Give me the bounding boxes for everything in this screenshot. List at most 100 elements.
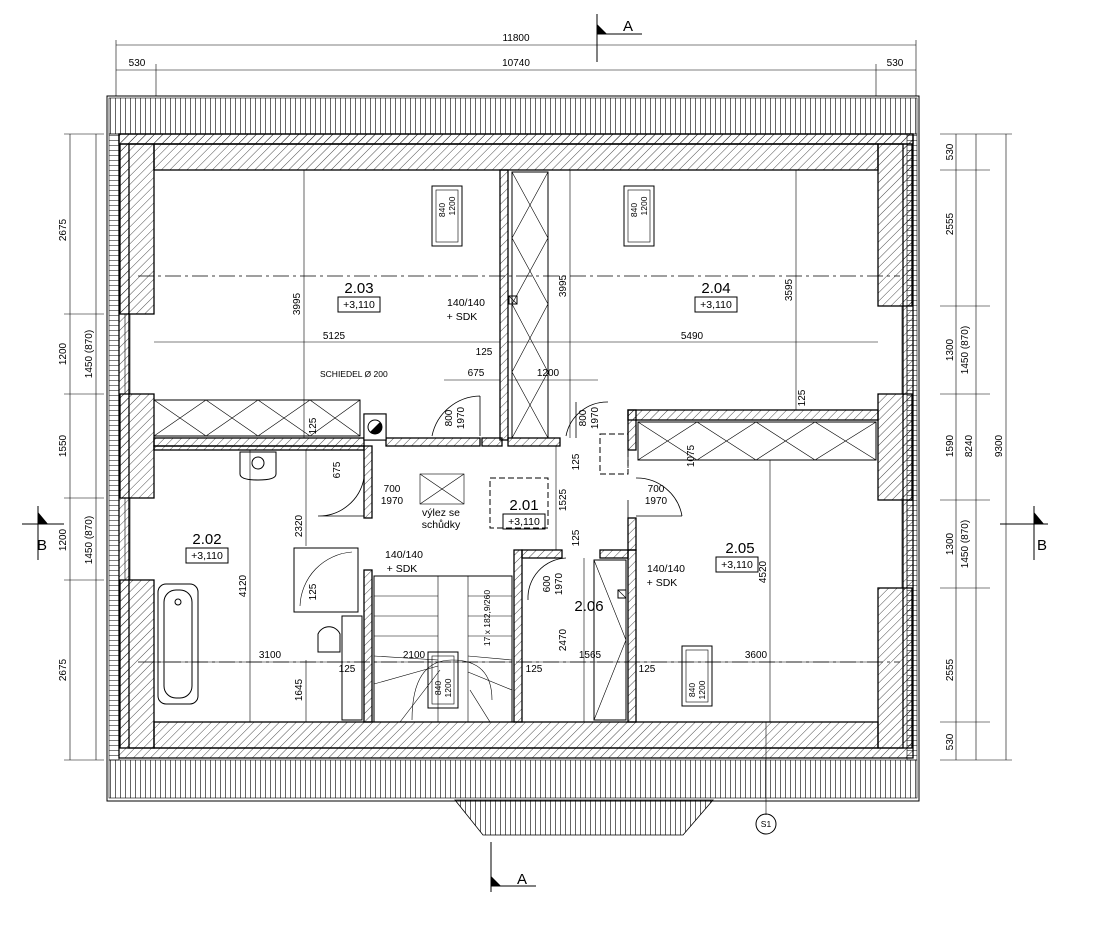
room-203-number: 2.03 (344, 280, 373, 297)
attic-hatch (419, 473, 549, 529)
dim-left-0: 2675 (58, 218, 69, 241)
dim-125-i: 125 (639, 664, 656, 675)
stair-label: 17 x 182,9/260 (482, 590, 492, 647)
dim-125-e: 125 (571, 529, 582, 546)
dim-r204-width: 5490 (681, 331, 704, 342)
storage-bins (153, 171, 877, 721)
sdk-2-a: 140/140 (385, 549, 423, 561)
sdk-3-b: + SDK (647, 577, 678, 589)
dim-left-3: 1550 (58, 434, 69, 457)
dim-top-inner: 10740 (502, 58, 530, 69)
column-label: S1 (761, 819, 772, 829)
dim-675-left: 675 (332, 461, 343, 478)
dim-1970-e: 1970 (554, 572, 565, 595)
staircase (373, 575, 513, 723)
roof-outline (106, 95, 920, 836)
dim-r206-height: 2470 (558, 628, 569, 651)
dim-stair-width: 2100 (403, 650, 426, 661)
dim-125-b: 125 (308, 417, 319, 434)
dim-r202-width: 3100 (259, 650, 282, 661)
win-2-w: 840 (629, 203, 639, 217)
outer-walls (118, 133, 914, 759)
room-201-level: +3,110 (508, 516, 540, 528)
sdk-2-b: + SDK (387, 563, 418, 575)
dim-r203-height: 3995 (292, 292, 303, 315)
sdk-1-b: + SDK (447, 311, 478, 323)
hatch-label-1: výlez se (422, 507, 460, 519)
room-203-level: +3,110 (343, 299, 375, 311)
annotation-texts: 140/140 + SDK 140/140 + SDK 140/140 + SD… (37, 18, 1047, 888)
dimension-texts: 11800 10740 530 530 2675 1200 1450 (870)… (58, 33, 1005, 750)
section-a-bottom: A (517, 871, 527, 888)
room-202-number: 2.02 (192, 531, 221, 548)
dim-r202-wc: 1645 (294, 678, 305, 701)
dim-right-10: 530 (945, 733, 956, 750)
dim-r204-height-a: 3995 (558, 274, 569, 297)
dim-1970-d: 1970 (645, 496, 668, 507)
interior-walls (153, 169, 879, 723)
bathroom-fixtures (157, 451, 363, 721)
dim-right-4: 1590 (945, 434, 956, 457)
room-labels: 2.03 +3,110 2.04 +3,110 2.02 +3,110 2.01… (191, 280, 754, 615)
dim-125-g: 125 (339, 664, 356, 675)
dim-125-h: 125 (526, 664, 543, 675)
dim-right-3: 1450 (870) (960, 326, 971, 374)
dim-1075: 1075 (686, 444, 697, 467)
dim-right-7: 1300 (945, 532, 956, 555)
dim-r202-height: 4120 (238, 574, 249, 597)
dim-600: 600 (542, 575, 553, 592)
dim-right-0: 530 (945, 143, 956, 160)
dim-left-4: 1200 (58, 528, 69, 551)
dim-1970-c: 1970 (381, 496, 404, 507)
dim-corr-1525: 1525 (558, 488, 569, 511)
room-204-level: +3,110 (700, 299, 732, 311)
room-205-level: +3,110 (721, 559, 753, 571)
dim-left-1: 1200 (58, 342, 69, 365)
win-3-w: 840 (687, 683, 697, 697)
dim-r204-height-b: 3595 (784, 278, 795, 301)
dim-r205-width: 3600 (745, 650, 768, 661)
win-2-h: 1200 (639, 196, 649, 215)
dim-800-a: 800 (444, 409, 455, 426)
dim-top-total: 11800 (502, 33, 530, 44)
section-b-right: B (1037, 537, 1047, 554)
roof-windows (427, 185, 713, 709)
dim-1970-b: 1970 (590, 406, 601, 429)
room-204-number: 2.04 (701, 280, 730, 297)
inner-dimension-texts: 5125 3995 5490 3995 3595 3100 4120 2320 … (238, 274, 808, 701)
dim-125-a: 125 (476, 347, 493, 358)
room-202-level: +3,110 (191, 550, 223, 562)
chimney-label: SCHIEDEL Ø 200 (320, 369, 388, 379)
dim-r205-height: 4520 (758, 560, 769, 583)
section-markers (22, 14, 1048, 892)
window-texts: 840 1200 840 1200 840 1200 840 1200 (433, 196, 707, 699)
room-201-number: 2.01 (509, 497, 538, 514)
doors (317, 395, 683, 601)
chimney-symbol (363, 413, 387, 441)
dim-right-5: 8240 (964, 434, 975, 457)
dim-1200: 1200 (537, 368, 560, 379)
win-1-h: 1200 (447, 196, 457, 215)
win-3-h: 1200 (697, 680, 707, 699)
dim-125-c: 125 (797, 389, 808, 406)
dim-r203-width: 5125 (323, 331, 346, 342)
dim-top-right: 530 (887, 58, 904, 69)
dim-r206-width: 1565 (579, 650, 602, 661)
sdk-3-a: 140/140 (647, 563, 685, 575)
dim-125-f: 125 (308, 583, 319, 600)
dim-r202-shower: 2320 (294, 514, 305, 537)
hatch-label-2: schůdky (422, 519, 461, 531)
dimension-lines (64, 40, 1012, 815)
dim-left-6: 2675 (58, 658, 69, 681)
dim-right-8: 1450 (870) (960, 520, 971, 568)
dim-right-1: 2555 (945, 212, 956, 235)
dim-700-b: 700 (648, 484, 665, 495)
dim-right-2: 1300 (945, 338, 956, 361)
win-4-h: 1200 (443, 678, 453, 697)
sdk-1-a: 140/140 (447, 297, 485, 309)
dim-left-2: 1450 (870) (84, 330, 95, 378)
dim-1970-a: 1970 (456, 406, 467, 429)
dim-right-6: 9300 (994, 434, 1005, 457)
dim-left-5: 1450 (870) (84, 516, 95, 564)
